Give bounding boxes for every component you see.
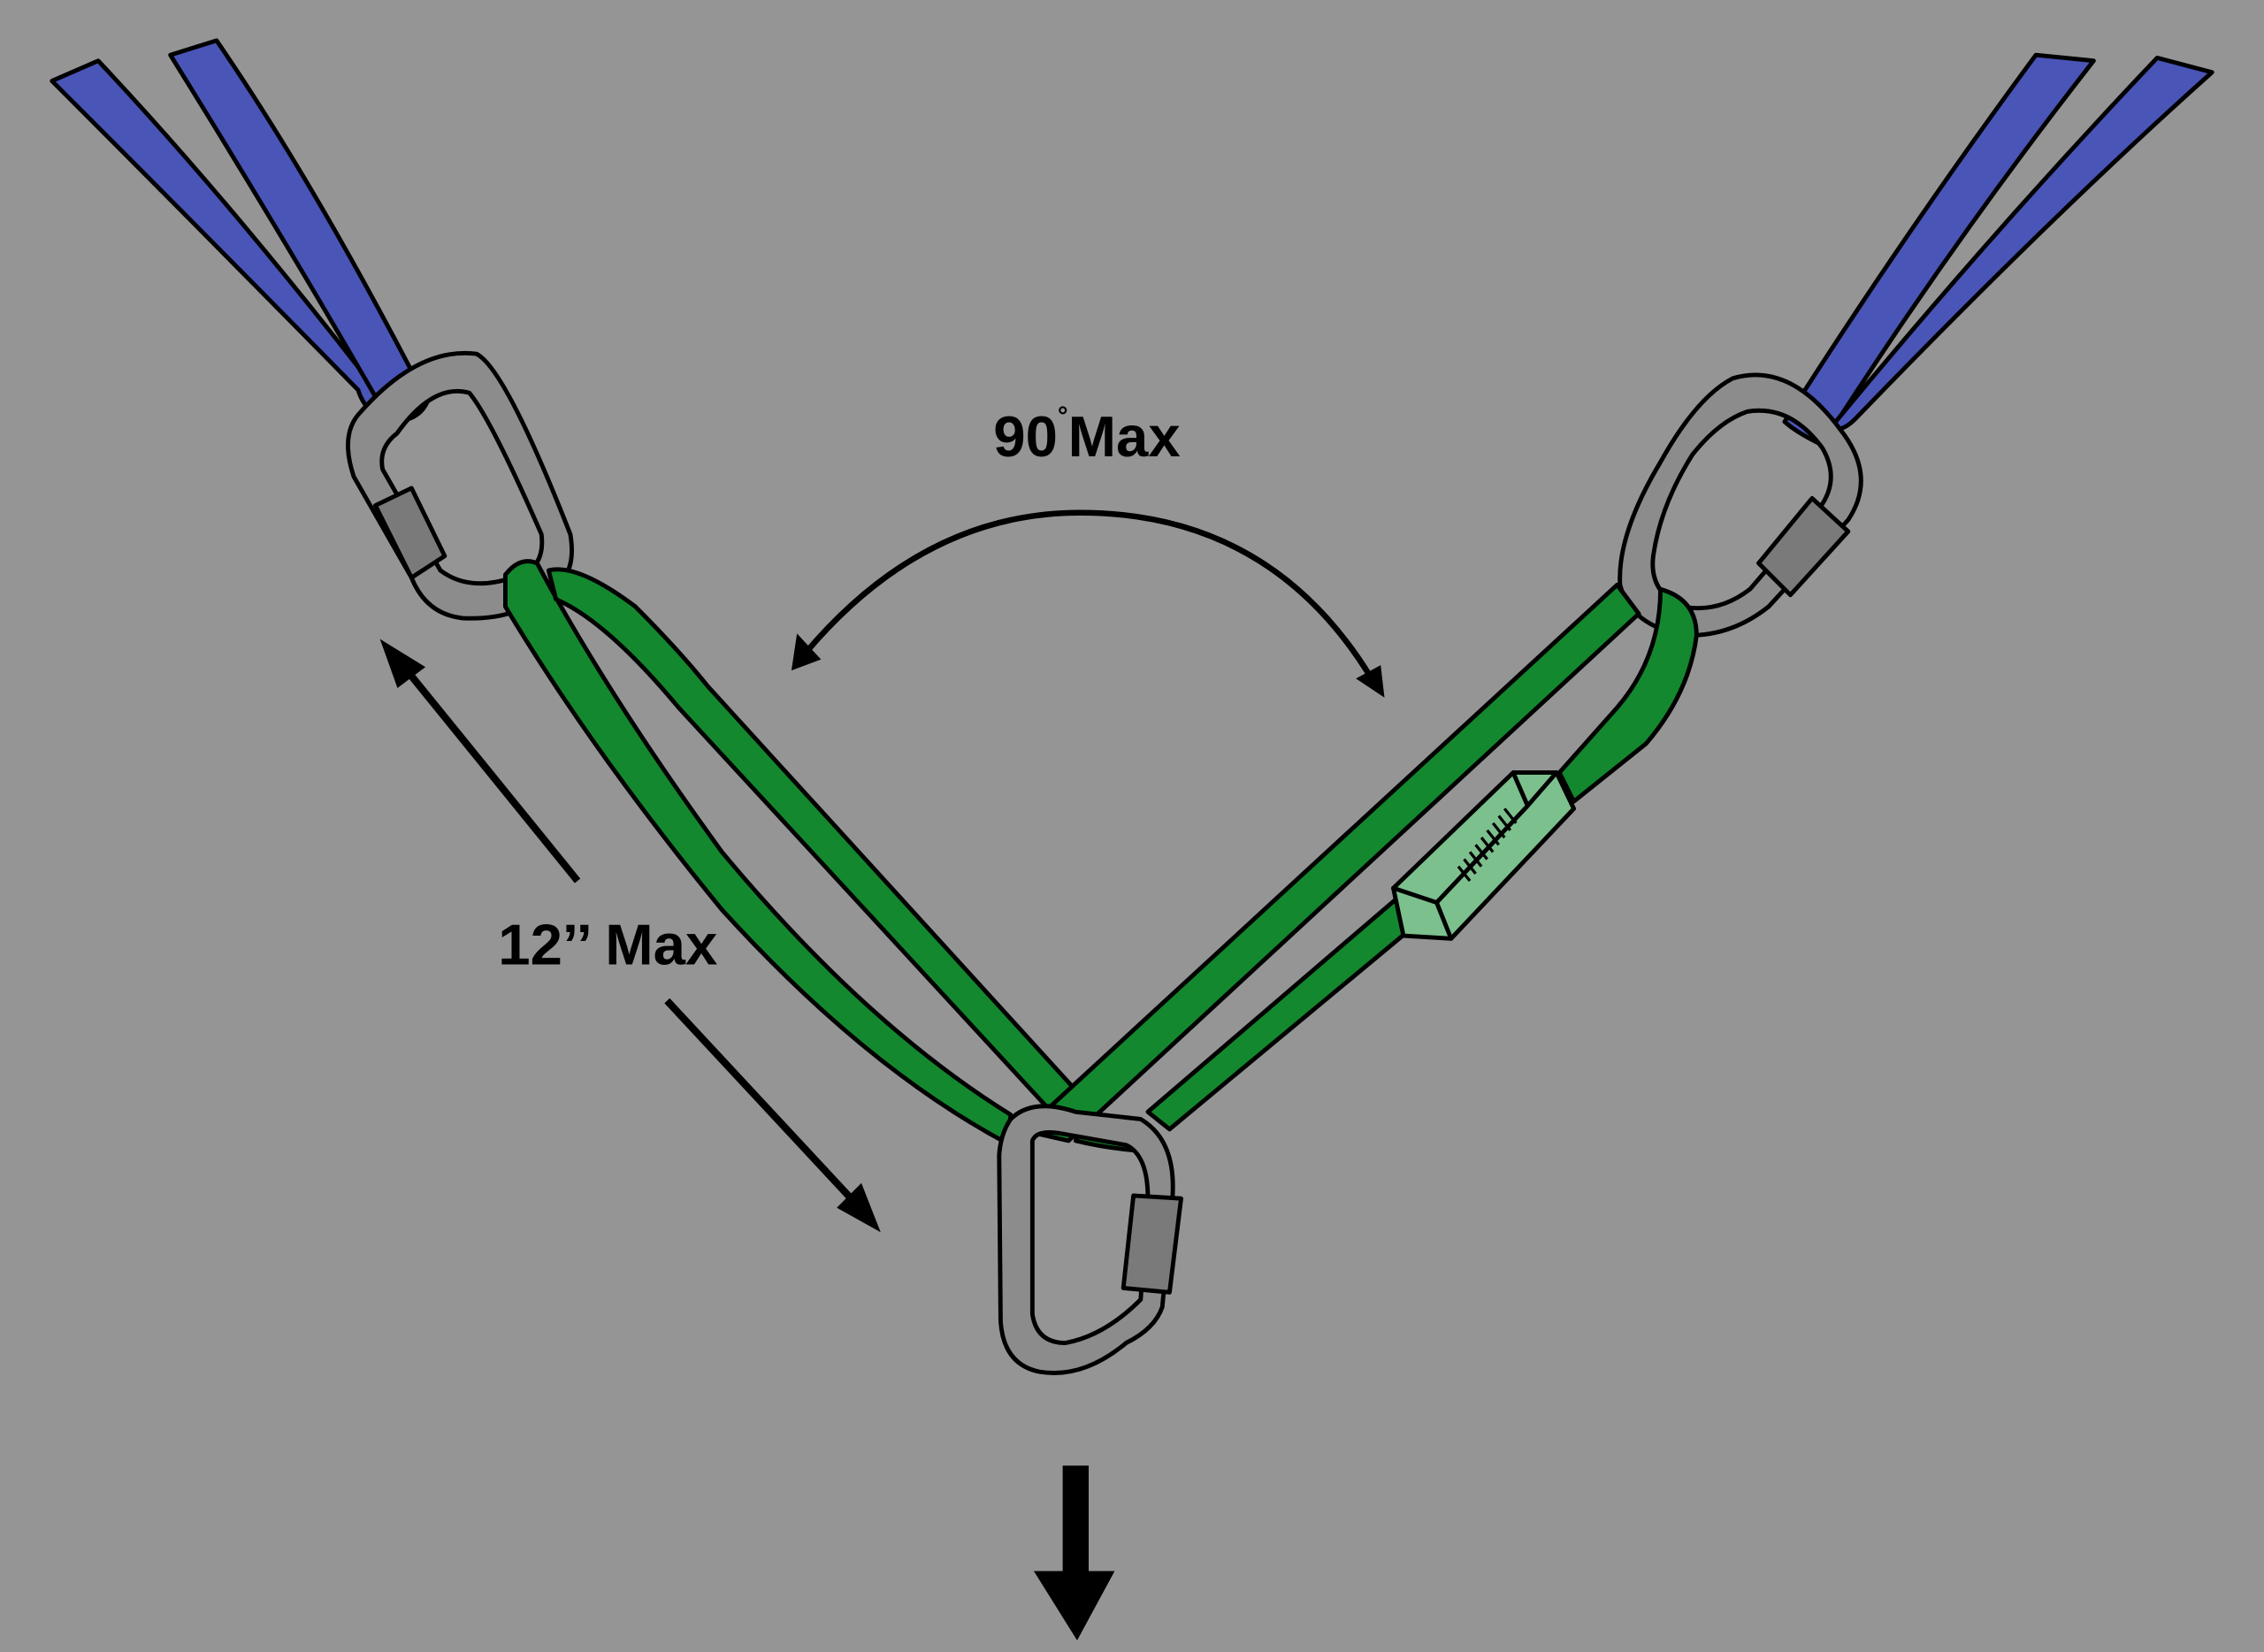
left-lock-sleeve xyxy=(373,486,447,580)
master-lock-sleeve xyxy=(1121,1193,1183,1295)
angle-arc-arrow xyxy=(791,509,1385,698)
master-carabiner xyxy=(997,1104,1183,1375)
angle-suffix: Max xyxy=(1068,404,1181,469)
angle-value: 90 xyxy=(993,404,1058,469)
right-carabiner xyxy=(1618,372,1863,638)
left-blue-sling xyxy=(50,38,430,424)
load-direction-arrow xyxy=(1033,1465,1115,1641)
green-sling xyxy=(502,559,1699,1153)
right-blue-sling xyxy=(1782,52,2214,447)
bartack xyxy=(1391,770,1577,941)
angle-label: 90°Max xyxy=(993,402,1180,469)
length-label: 12’’ Max xyxy=(498,913,717,977)
length-arrows xyxy=(379,639,881,1233)
degree-symbol: ° xyxy=(1058,402,1068,431)
right-lock-sleeve xyxy=(1756,495,1851,598)
left-carabiner xyxy=(346,350,574,621)
